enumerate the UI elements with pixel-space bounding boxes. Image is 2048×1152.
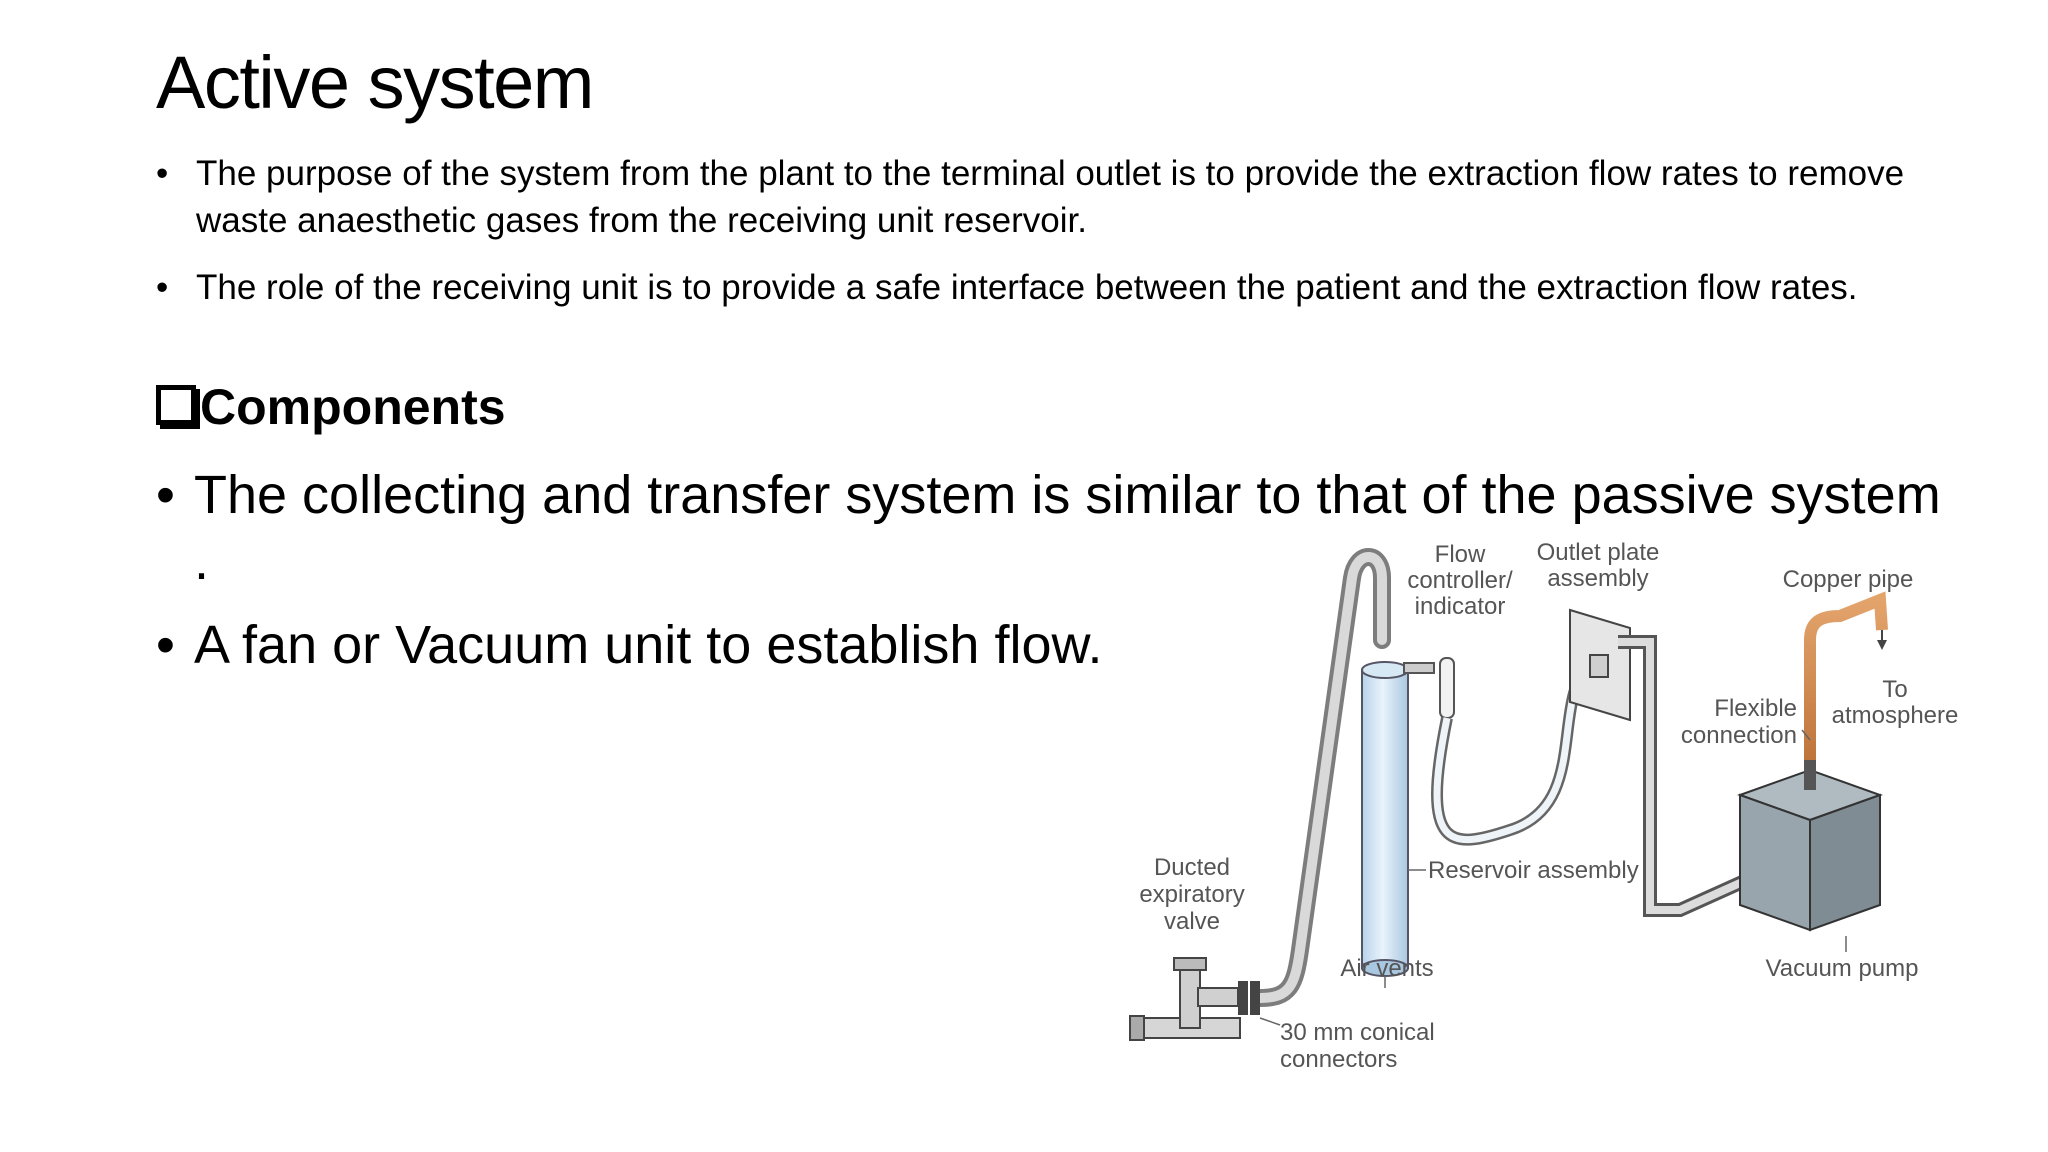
copper-pipe [1804,591,1888,788]
label-to-atmosphere-2: atmosphere [1832,702,1959,729]
label-connectors-2: connectors [1280,1046,1397,1073]
label-flow-controller-2: controller/ [1407,567,1513,594]
label-outlet-plate-2: assembly [1547,565,1648,592]
label-copper-pipe: Copper pipe [1783,566,1914,593]
scavenging-system-diagram: Flow controller/ indicator Outlet plate … [1129,539,1959,1073]
bullet-text: The purpose of the system from the plant… [196,154,1905,240]
label-flow-controller-1: Flow [1435,541,1486,568]
label-flow-controller-3: indicator [1415,593,1506,620]
label-ducted-2: expiratory [1139,881,1244,908]
expiratory-valve [1129,957,1260,1041]
intro-bullets: • The purpose of the system from the pla… [156,150,1936,331]
component-bullets: • The collecting and transfer system is … [156,462,1941,696]
label-to-atmosphere-1: To [1882,676,1907,703]
label-vacuum-pump: Vacuum pump [1766,955,1919,982]
flow-indicator [1403,657,1455,719]
label-flexible-1: Flexible [1714,695,1797,722]
label-outlet-plate-1: Outlet plate [1537,539,1660,566]
bullet-dot: • [156,615,175,675]
outlet-plate [1569,608,1631,722]
bullet-dot: • [156,154,169,193]
bullet-text: The collecting and transfer system is si… [194,465,1941,591]
checkbox-bullet-icon [156,385,196,425]
components-heading-text: Components [200,379,506,435]
bullet-text: The role of the receiving unit is to pro… [196,268,1858,307]
label-connectors-1: 30 mm conical [1280,1019,1435,1046]
label-air-vents: Air vents [1340,955,1433,982]
components-heading: Components [156,378,506,436]
bullet-item: • A fan or Vacuum unit to establish flow… [156,612,1856,678]
bullet-dot: • [156,465,175,525]
bullet-item: • The purpose of the system from the pla… [156,150,1936,244]
bullet-dot: • [156,268,169,307]
label-ducted-1: Ducted [1154,854,1230,881]
label-ducted-3: valve [1164,908,1220,935]
label-reservoir-assembly: Reservoir assembly [1428,857,1639,884]
bullet-text: A fan or Vacuum unit to establish flow. [194,615,1103,675]
bullet-item: • The role of the receiving unit is to p… [156,264,1936,311]
slide-title: Active system [156,41,594,124]
label-flexible-2: connection [1681,722,1797,749]
reservoir-cylinder [1361,661,1409,977]
vacuum-pump [1737,760,1883,932]
bullet-item: • The collecting and transfer system is … [156,462,1954,594]
